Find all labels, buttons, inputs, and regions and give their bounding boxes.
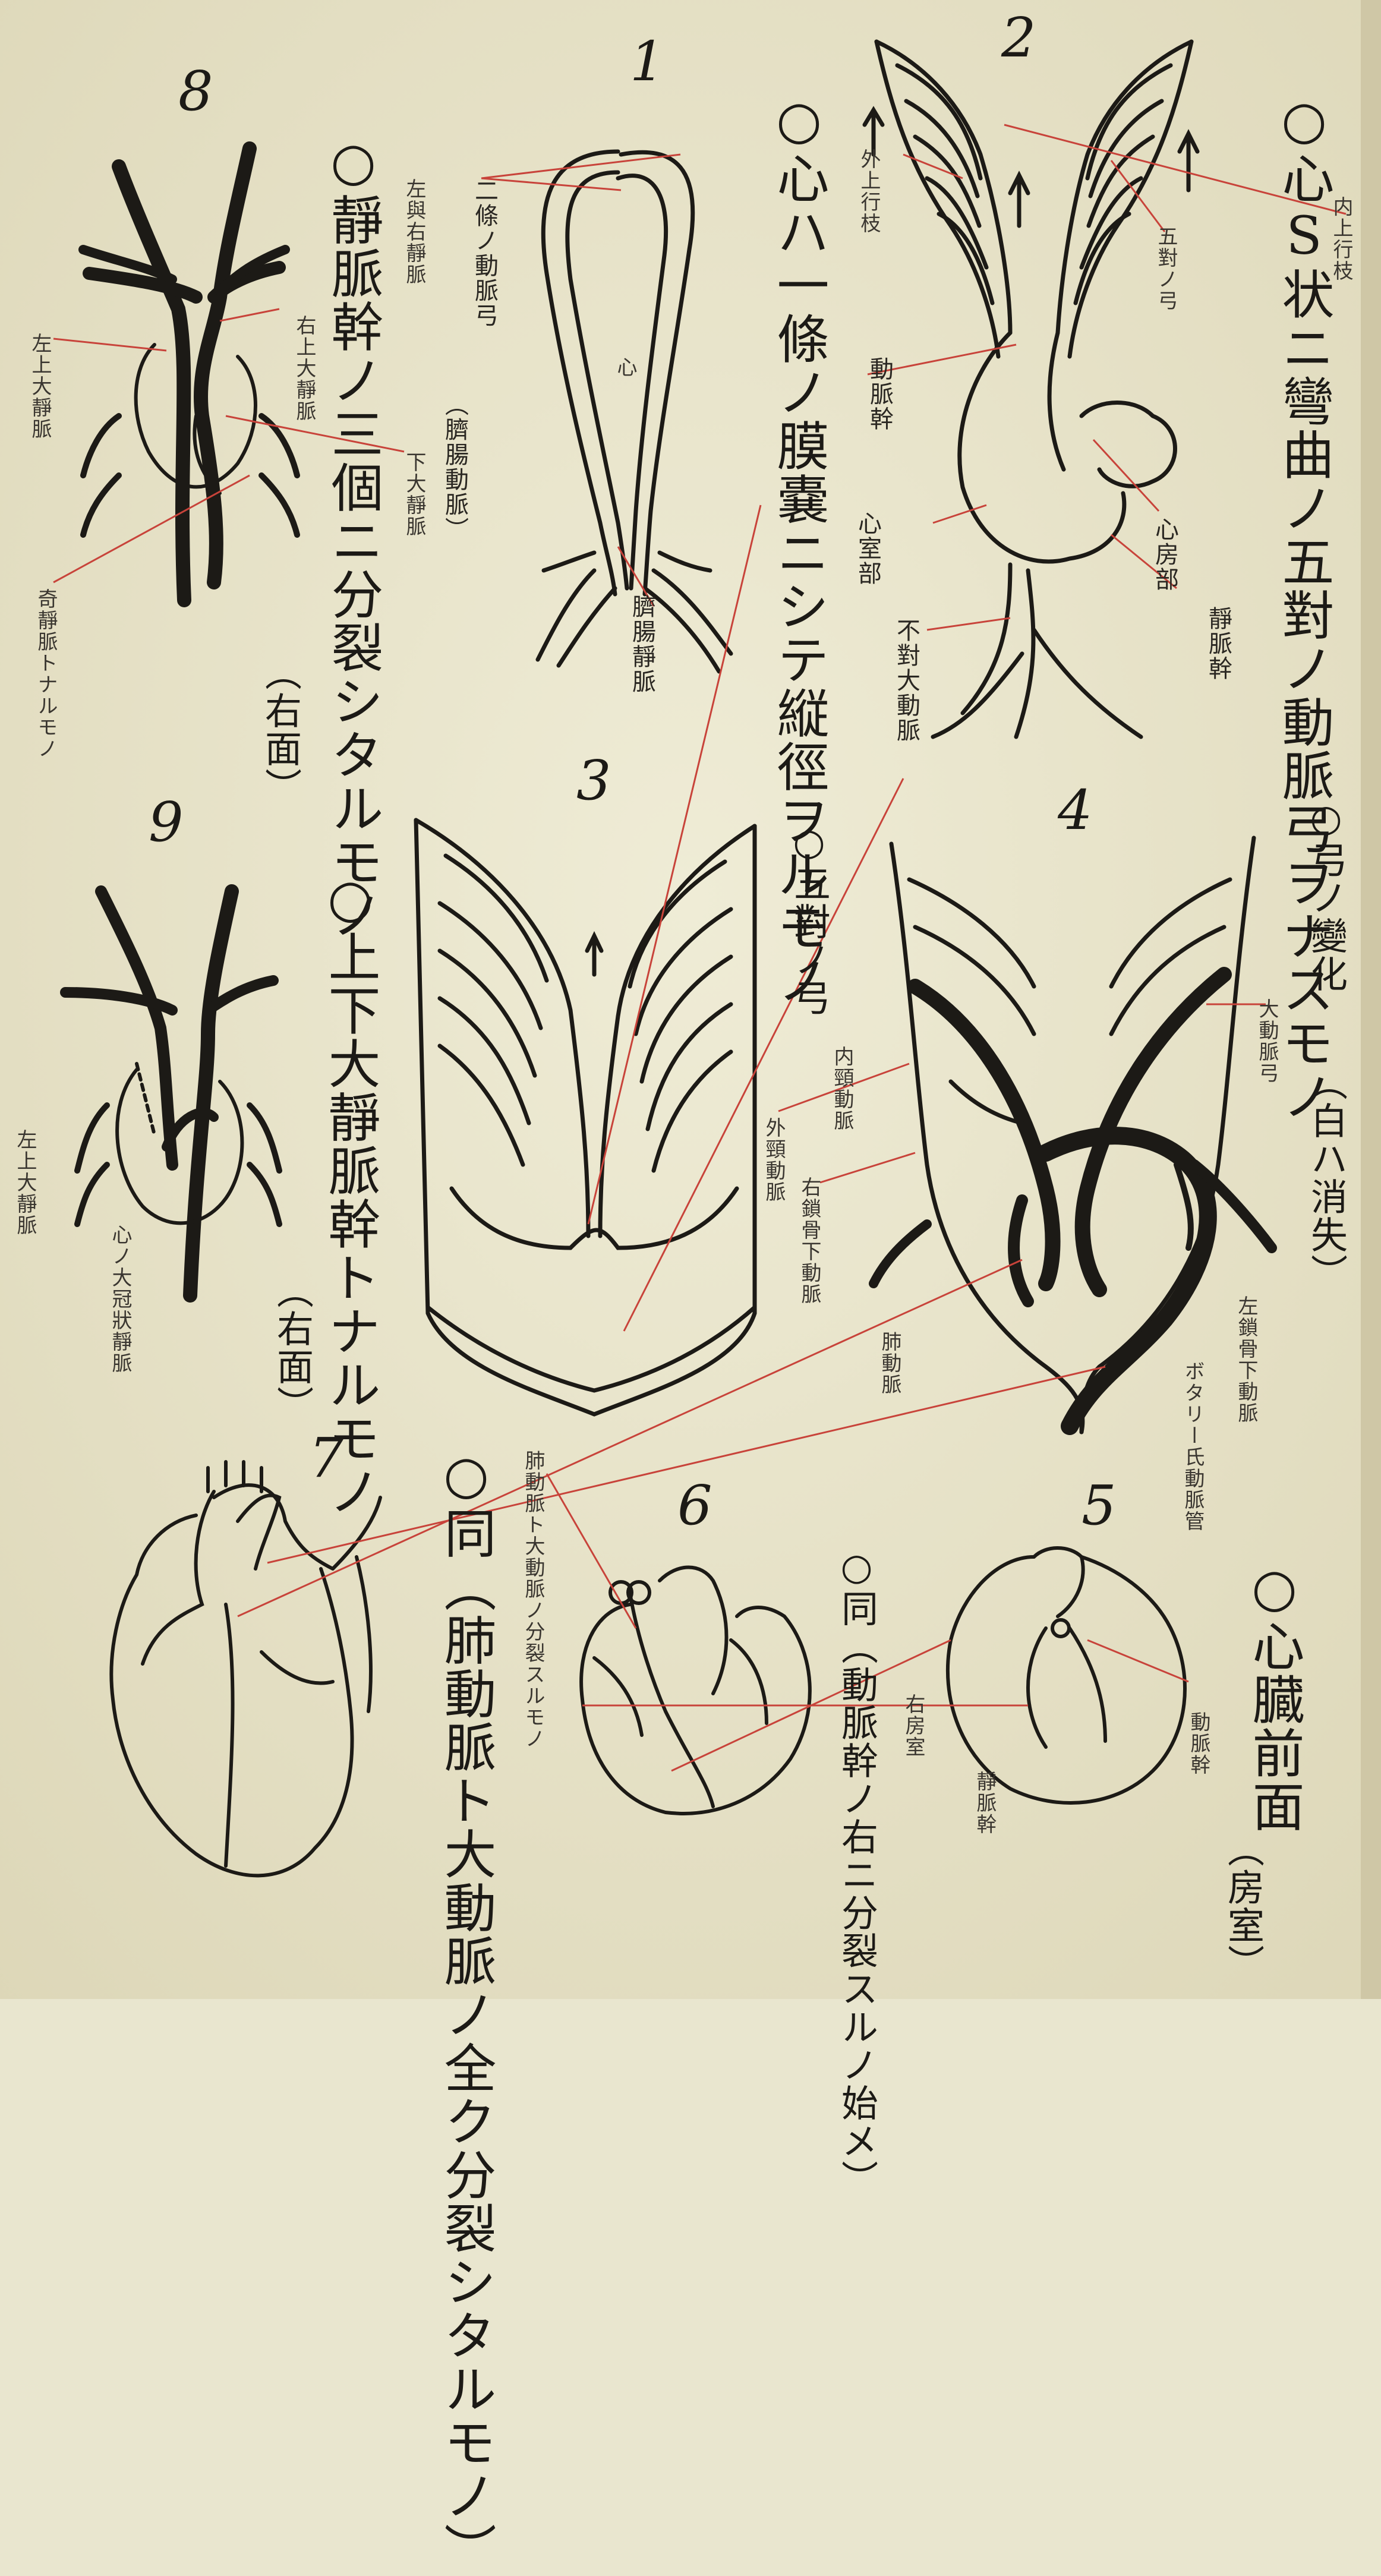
label-fig7: 肺動脈ト大動脈ノ分裂スルモノ [523, 1450, 543, 1749]
label-fig2-trunk: 動脈幹 [868, 357, 891, 431]
paper-edge [1361, 0, 1381, 1999]
label-fig4-pulmonary: 肺動脈 [879, 1331, 900, 1395]
label-fig1-veins: 臍腸靜脈 [630, 594, 654, 694]
label-fig4-left-subclavian: 左鎖骨下動脈 [1236, 1295, 1256, 1424]
figure-number-2: 2 [1001, 6, 1036, 70]
label-fig2-inner-branch: 内上行枝 [1331, 196, 1351, 282]
label-fig8-inf-vc: 下大靜脈 [404, 452, 424, 537]
figure-number-5: 5 [1082, 1474, 1117, 1537]
caption-fig3: ○五對ノ弓 [790, 820, 827, 1017]
label-fig8-left-sup-vc: 左上大靜脈 [30, 333, 50, 440]
label-fig4-aortic-arch: 大動脈弓 [1257, 998, 1277, 1084]
label-fig2-unpaired-aorta: 不對大動脈 [894, 618, 918, 743]
label-fig8-right-sup-vc: 右上大靜脈 [294, 315, 314, 422]
caption-fig9-note: （右面） [273, 1272, 310, 1424]
label-fig1-heart: 心 [615, 357, 635, 378]
caption-fig8: ○靜脈幹ノ三個ニ分裂シタルモノ [327, 131, 379, 942]
label-fig1-arches: 二條ノ動脈弓 [472, 178, 496, 328]
label-fig2-venous-trunk: 靜脈幹 [1206, 606, 1230, 681]
label-fig2-outer-branch: 外上行枝 [859, 149, 879, 234]
label-fig9-coronary: 心ノ大冠狀靜脈 [110, 1224, 130, 1374]
figure-number-1: 1 [630, 30, 665, 93]
figure-number-8: 8 [178, 59, 213, 123]
label-fig4-outer-carotid: 外頸動脈 [764, 1117, 784, 1203]
caption-fig5-note: （房室） [1224, 1830, 1261, 1982]
caption-fig9: ○上下大靜脈幹トナルモノ [324, 868, 376, 1518]
caption-fig7: ○同（肺動脈ト大動脈ノ全ク分裂シタルモノ） [440, 1444, 492, 2576]
caption-fig4: ○弓ノ變化 [1307, 796, 1344, 993]
label-fig9-left-sup-vc: 左上大靜脈 [15, 1129, 35, 1236]
figure-number-3: 3 [576, 749, 611, 812]
caption-fig6: ○同（動脈幹ノ右ニ分裂スルノ始メ） [838, 1545, 875, 2198]
figure-number-9: 9 [149, 790, 184, 854]
label-fig2-atrium: 心房部 [1153, 517, 1177, 592]
label-fig1-vitelline: （臍腸動脈） [443, 392, 466, 542]
label-fig4-inner-carotid: 内頸動脈 [832, 1046, 852, 1131]
label-fig8-left-right: 左與右靜脈 [404, 178, 424, 285]
label-fig2-ventricle: 心室部 [856, 511, 879, 586]
label-fig4-botalli: ボタリー氏動脈管 [1183, 1361, 1203, 1532]
caption-fig8-note: （右面） [261, 654, 298, 806]
label-fig5-arterial: 動脈幹 [1188, 1711, 1209, 1776]
figure-number-4: 4 [1058, 778, 1093, 842]
label-fig8-azygos: 奇靜脈トナルモノ [36, 588, 56, 759]
label-fig4-right-subclavian: 右鎖骨下動脈 [799, 1177, 819, 1305]
label-fig6-venous: 靜脈幹 [975, 1771, 995, 1835]
label-fig2-five-arches: 五對ノ弓 [1156, 226, 1176, 311]
caption-fig5: ○心臓前面 [1248, 1557, 1300, 1833]
label-fig6-right-atrium: 右房室 [903, 1694, 923, 1758]
caption-fig4-note: （白ハ消失） [1307, 1064, 1344, 1292]
figure-number-6: 6 [677, 1474, 712, 1537]
